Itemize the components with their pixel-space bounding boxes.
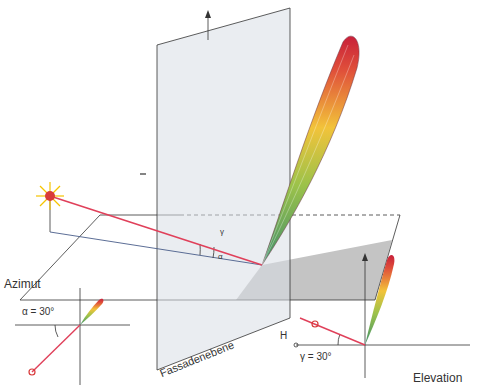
axis <box>80 288 81 385</box>
facade-plane <box>157 8 290 370</box>
light-distribution <box>365 255 394 345</box>
light-ray <box>50 196 262 265</box>
light-distribution <box>80 299 103 325</box>
axis <box>296 345 470 346</box>
lobe-ribs <box>262 45 354 265</box>
sun <box>36 182 64 210</box>
axis <box>15 325 130 326</box>
light-distribution <box>262 36 359 265</box>
angle-label: γ <box>220 228 224 237</box>
sun-core <box>45 191 55 201</box>
angle-label: γ = 30° <box>300 351 332 362</box>
angle-arc <box>338 334 340 345</box>
marker <box>294 343 298 347</box>
tick <box>140 173 146 174</box>
angle-arc <box>55 325 58 337</box>
helper-line <box>50 232 262 265</box>
sun-dot <box>312 321 318 327</box>
inset-title: Elevation <box>413 372 462 385</box>
angle-label: α = 30° <box>22 306 54 317</box>
arrowhead <box>205 10 211 18</box>
inset-title: Azimut <box>4 278 41 291</box>
angle-label: α <box>218 253 223 262</box>
light-ray <box>32 325 80 372</box>
axis <box>365 258 366 378</box>
light-ray <box>300 318 365 345</box>
axis-label: H <box>280 330 287 341</box>
arrowhead <box>362 253 368 261</box>
sun-dot <box>29 369 35 375</box>
